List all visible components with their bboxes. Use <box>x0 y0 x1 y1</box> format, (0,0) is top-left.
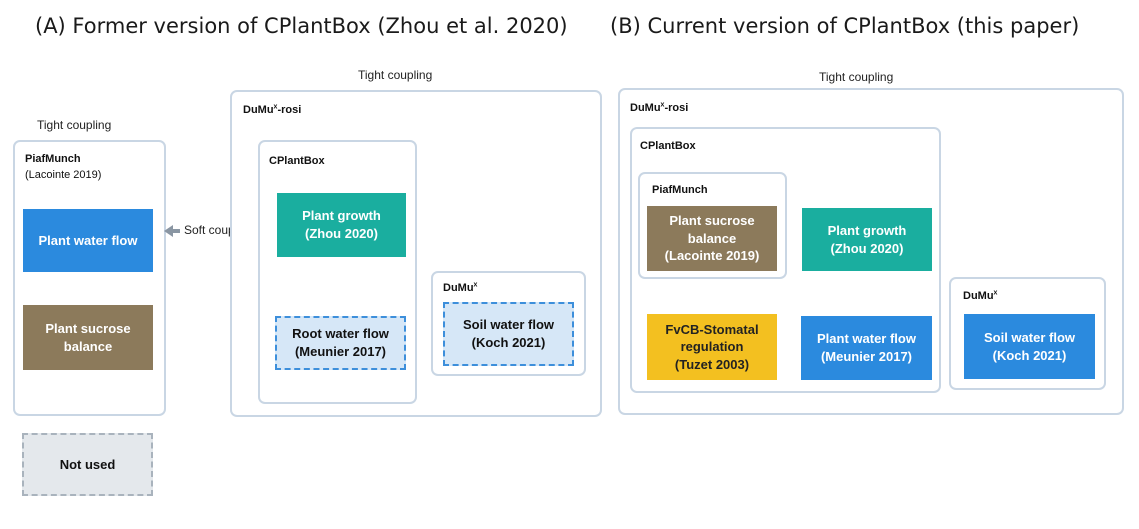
panel-b-cplantbox-title: CPlantBox <box>640 140 696 152</box>
module-label: Plant sucrose balance <box>45 320 131 354</box>
panel-a-piafmunch-subtitle: (Lacointe 2019) <box>25 169 102 181</box>
panel-b-heading: (B) Current version of CPlantBox (this p… <box>610 14 1080 38</box>
panel-a-dumux-rosi-title: DuMux-rosi <box>243 103 302 116</box>
panel-a-plant-water-flow-module: Plant water flow <box>23 209 153 272</box>
panel-a-cplantbox-title: CPlantBox <box>269 155 325 167</box>
panel-a-plant-growth-module: Plant growth (Zhou 2020) <box>277 193 406 257</box>
module-label: Plant sucrose balance (Lacointe 2019) <box>664 213 760 264</box>
module-label: Soil water flow (Koch 2021) <box>462 317 554 350</box>
panel-b-piafmunch-title: PiafMunch <box>652 184 708 196</box>
panel-b-plant-water-flow-module: Plant water flow (Meunier 2017) <box>801 316 932 380</box>
panel-b-plant-sucrose-balance-module: Plant sucrose balance (Lacointe 2019) <box>647 206 777 271</box>
panel-a-piafmunch-frame: PiafMunch (Lacointe 2019) <box>13 140 166 416</box>
legend-not-used-label: Not used <box>59 456 116 472</box>
left-arrow-stem <box>172 229 180 233</box>
panel-a-root-water-flow-module: Root water flow (Meunier 2017) <box>275 316 406 370</box>
module-label: FvCB-Stomatal regulation (Tuzet 2003) <box>665 321 759 372</box>
panel-b-coupling-caption: Tight coupling <box>819 70 894 84</box>
module-label: Plant growth (Zhou 2020) <box>827 222 907 256</box>
panel-b-dumux-title: DuMux <box>963 289 998 302</box>
panel-a-plant-sucrose-balance-module: Plant sucrose balance <box>23 305 153 370</box>
panel-b-fvcb-stomatal-module: FvCB-Stomatal regulation (Tuzet 2003) <box>647 314 777 380</box>
panel-b-dumux-rosi-title: DuMux-rosi <box>630 101 689 114</box>
panel-b-plant-growth-module: Plant growth (Zhou 2020) <box>802 208 932 271</box>
panel-a-heading: (A) Former version of CPlantBox (Zhou et… <box>35 14 568 38</box>
panel-b-soil-water-flow-module: Soil water flow (Koch 2021) <box>964 314 1095 379</box>
module-label: Plant growth (Zhou 2020) <box>302 208 381 241</box>
module-label: Plant water flow (Meunier 2017) <box>817 331 916 364</box>
panel-a-dumux-title: DuMux <box>443 281 478 294</box>
panel-a-left-coupling-caption: Tight coupling <box>37 118 112 132</box>
left-arrow-icon <box>164 225 173 237</box>
module-label: Root water flow (Meunier 2017) <box>292 326 389 359</box>
legend-not-used: Not used <box>22 433 153 496</box>
panel-a-soil-water-flow-module: Soil water flow (Koch 2021) <box>443 302 574 366</box>
panel-a-piafmunch-title: PiafMunch <box>25 153 81 165</box>
panel-a-right-coupling-caption: Tight coupling <box>358 68 433 82</box>
module-label: Plant water flow <box>38 232 138 248</box>
module-label: Soil water flow (Koch 2021) <box>983 329 1075 363</box>
